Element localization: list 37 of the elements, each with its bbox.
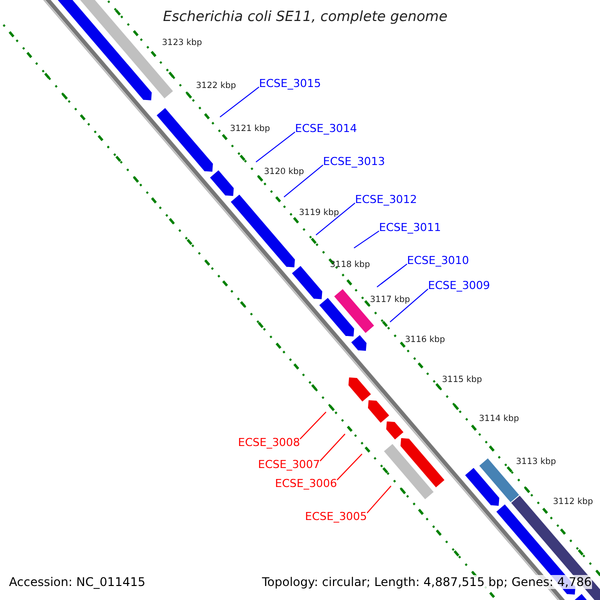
gene-label: ECSE_3013 xyxy=(323,156,386,167)
scale-tick-label: 3115 kbp xyxy=(442,376,482,384)
leader-line xyxy=(376,264,408,288)
scale-tick-label: 3117 kbp xyxy=(370,296,410,304)
scale-tick-label: 3114 kbp xyxy=(479,415,520,424)
leader-line xyxy=(220,86,260,118)
gene-label: ECSE_3012 xyxy=(355,194,418,205)
scale-tick-label: 3119 kbp xyxy=(299,209,340,218)
gene-label: ECSE_3015 xyxy=(259,78,322,89)
scale-tick-label: 3122 kbp xyxy=(196,82,236,90)
scale-tick-label: 3112 kbp xyxy=(553,498,594,506)
scale-tick-label: 3116 kbp xyxy=(405,336,446,344)
leader-line xyxy=(284,164,324,198)
gene-label: ECSE_3007 xyxy=(258,459,320,470)
genome-info-text: Accession: NC_011415 xyxy=(9,575,146,589)
gene-label: ECSE_3011 xyxy=(379,222,442,233)
title: Escherichia coli SE11, complete genome xyxy=(163,10,448,24)
scale-tick-label: 3118 kbp xyxy=(330,261,370,270)
leader-line xyxy=(390,288,428,322)
leader-line xyxy=(336,454,362,480)
gene-label: ECSE_3008 xyxy=(238,437,300,448)
leader-line xyxy=(300,412,326,440)
gene-label: ECSE_3014 xyxy=(295,123,358,134)
leader-line xyxy=(316,202,356,236)
gene-label: ECSE_3010 xyxy=(407,255,470,266)
genome-info-text: Topology: circular; Length: 4,887,515 bp; Genes: 4,786 xyxy=(262,575,592,589)
gene-label: ECSE_3006 xyxy=(275,478,338,489)
gene-label: ECSE_3005 xyxy=(305,511,368,522)
scale-tick-label: 3120 kbp xyxy=(264,168,304,176)
leader-line xyxy=(366,486,392,514)
leader-line xyxy=(320,434,346,462)
scale-tick-label: 3113 kbp xyxy=(516,458,556,466)
scale-tick-label: 3123 kbp xyxy=(162,39,202,48)
leader-line xyxy=(354,230,380,248)
scale-tick-label: 3121 kbp xyxy=(230,125,270,134)
leader-line xyxy=(256,132,296,162)
gene-label: ECSE_3009 xyxy=(428,280,490,291)
